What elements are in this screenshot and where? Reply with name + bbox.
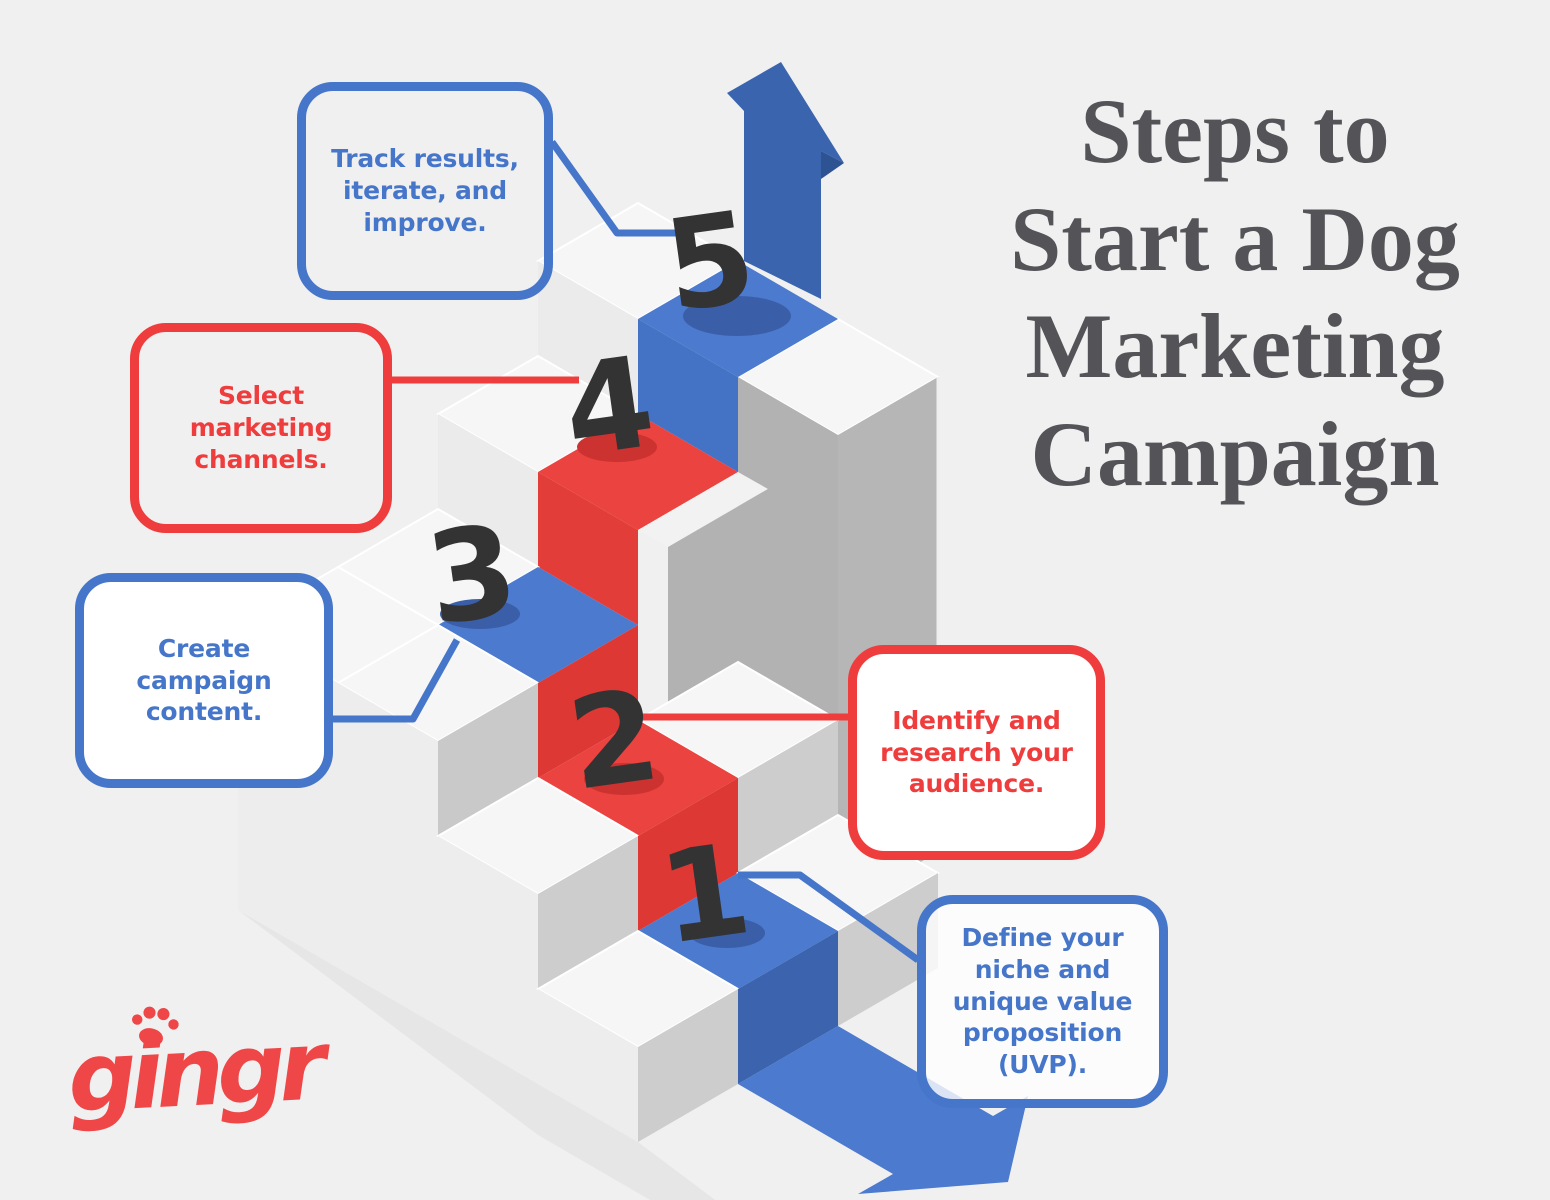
- callout-step2-identify-audience: Identify and research your audience.: [848, 645, 1105, 860]
- connector-define: [738, 871, 921, 963]
- ground-shadow: [238, 910, 716, 1200]
- step1-southwest-face: [538, 989, 638, 1142]
- step2-southwest-face: [438, 836, 538, 1084]
- connector-create: [332, 638, 461, 723]
- step1-front-white-ne: [838, 873, 938, 1026]
- callout-step4-label: Select marketing channels.: [189, 381, 333, 474]
- step4-ledge: [638, 472, 768, 547]
- callout-step1-define-niche: Define your niche and unique value propo…: [917, 895, 1168, 1108]
- step3-number: 3: [418, 496, 525, 654]
- step1-number-shadow: [689, 918, 765, 948]
- title-line-1: Steps to: [1080, 80, 1390, 182]
- ribbon-ground-arrow: [738, 1026, 1028, 1194]
- step2-number: 2: [560, 661, 667, 819]
- callout-step4-select-channels: Select marketing channels.: [130, 323, 392, 533]
- step1-front-white-sw: [638, 989, 738, 1142]
- callout-step3-label: Create campaign content.: [136, 633, 272, 727]
- step2-front-white-sw: [538, 836, 638, 989]
- step4-number-shadow: [577, 432, 657, 462]
- title-line-4: Campaign: [1030, 402, 1440, 505]
- step5-riser-white: [538, 261, 638, 414]
- growth-arrow: [727, 62, 844, 299]
- callout-step5-label: Track results, iterate, and improve.: [331, 144, 519, 237]
- step5-number: 5: [656, 183, 763, 341]
- step1-number: 1: [651, 815, 758, 973]
- callout-step2-label: Identify and research your audience.: [880, 705, 1073, 799]
- growth-arrow-fold: [821, 151, 844, 179]
- page-title: Steps to Start a Dog Marketing Campaign: [968, 78, 1502, 509]
- callout-step1-label: Define your niche and unique value propo…: [952, 923, 1133, 1080]
- callout-step3-create-content: Create campaign content.: [75, 573, 333, 788]
- step2-front-ribbon: [638, 778, 738, 931]
- step5-riser-ribbon: [638, 319, 738, 472]
- gingr-logo: gingr: [65, 1006, 322, 1135]
- step5-number-shadow: [683, 296, 791, 336]
- step2-number-shadow: [584, 763, 664, 795]
- step1-front-ribbon: [738, 931, 838, 1084]
- paw-icon: [132, 1006, 179, 1046]
- gingr-logo-text: gingr: [65, 1009, 322, 1135]
- callout-step5-track-results: Track results, iterate, and improve.: [297, 82, 553, 300]
- connector-track: [549, 139, 690, 237]
- landing-riser-ribbon: [538, 625, 638, 778]
- landing-riser-white: [438, 683, 538, 836]
- step2-front-white-ne: [738, 720, 838, 873]
- step3-number-shadow: [440, 599, 520, 629]
- title-line-2: Start a Dog: [1010, 187, 1460, 290]
- title-line-3: Marketing: [1025, 295, 1445, 398]
- step4-number: 4: [555, 328, 662, 486]
- step4-riser-white: [438, 414, 538, 567]
- step4-riser-ribbon: [538, 472, 638, 625]
